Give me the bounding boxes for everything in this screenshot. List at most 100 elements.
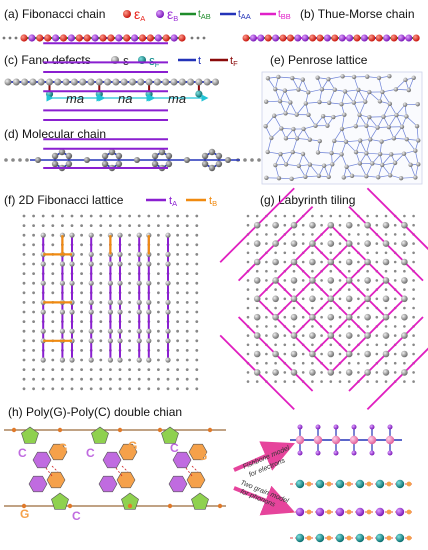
lattice-node bbox=[117, 232, 123, 238]
h-bond bbox=[191, 465, 199, 473]
labyrinth-site bbox=[253, 369, 261, 376]
lattice-dot bbox=[99, 329, 103, 333]
lattice-node bbox=[165, 299, 171, 305]
chain-site bbox=[286, 34, 294, 42]
penrose-bond bbox=[389, 162, 396, 176]
ring-atom bbox=[165, 152, 173, 160]
lattice-dot bbox=[51, 233, 55, 237]
lattice-dot bbox=[301, 371, 305, 374]
lattice-dot bbox=[412, 306, 415, 310]
penrose-bond bbox=[265, 115, 275, 127]
lattice-dot bbox=[41, 368, 45, 371]
guanine-ring bbox=[118, 443, 138, 461]
penrose-bond bbox=[359, 140, 367, 154]
lattice-dot bbox=[301, 242, 305, 245]
lattice-dot bbox=[166, 214, 170, 218]
lattice-dot bbox=[128, 329, 132, 333]
lattice-dot bbox=[89, 387, 93, 391]
lattice-dot bbox=[283, 380, 287, 383]
lattice-node bbox=[40, 309, 46, 315]
lattice-dot bbox=[80, 329, 83, 333]
labyrinth-site bbox=[290, 369, 298, 376]
lattice-dot bbox=[176, 320, 180, 323]
penrose-bond bbox=[366, 163, 373, 177]
penrose-bond bbox=[382, 91, 391, 105]
lattice-dot bbox=[403, 269, 406, 273]
lattice-node bbox=[59, 357, 65, 363]
fishbone-side-site bbox=[315, 450, 321, 456]
lattice-dot bbox=[357, 223, 360, 227]
lattice-dot bbox=[366, 269, 369, 273]
penrose-site bbox=[294, 112, 299, 117]
penrose-site bbox=[339, 126, 345, 132]
chain-site bbox=[115, 34, 123, 42]
labyrinth-site bbox=[272, 350, 279, 358]
t-ab-symbol: tAB bbox=[198, 9, 211, 21]
labyrinth-site bbox=[272, 258, 279, 266]
lattice-dot bbox=[51, 368, 55, 371]
lattice-dot bbox=[375, 334, 379, 337]
penrose-site bbox=[343, 139, 349, 144]
lattice-dot bbox=[41, 224, 45, 228]
penrose-site bbox=[377, 151, 383, 157]
lattice-dot bbox=[99, 243, 103, 247]
penrose-site bbox=[317, 99, 322, 105]
lattice-dot bbox=[185, 377, 189, 381]
lattice-dot bbox=[412, 380, 415, 383]
lattice-node bbox=[117, 261, 123, 267]
lattice-dot bbox=[265, 361, 268, 365]
lattice-dot bbox=[51, 214, 55, 218]
lattice-dot bbox=[157, 301, 160, 304]
lattice-dot bbox=[118, 224, 122, 228]
penrose-bond bbox=[353, 102, 360, 116]
lattice-dot bbox=[366, 251, 369, 255]
labyrinth-site bbox=[345, 332, 353, 339]
labyrinth-site bbox=[272, 332, 279, 339]
labyrinth-site bbox=[382, 295, 390, 303]
grain-large bbox=[355, 507, 365, 517]
lattice-dot bbox=[118, 214, 122, 218]
lattice-dot bbox=[51, 281, 55, 285]
penrose-bond bbox=[341, 128, 347, 142]
penrose-bond bbox=[345, 89, 359, 92]
chain-site bbox=[242, 34, 250, 42]
panel-c: (c) Fano defects ε εF t tF ma na ma bbox=[4, 53, 238, 106]
chain-site bbox=[146, 34, 154, 42]
lattice-dot bbox=[311, 361, 314, 365]
base-c-label: C bbox=[18, 446, 27, 460]
lattice-dot bbox=[32, 349, 35, 352]
penrose-bond bbox=[346, 163, 360, 168]
base-c-label: C bbox=[86, 446, 95, 460]
chain-site bbox=[390, 34, 398, 42]
lattice-dot bbox=[283, 297, 287, 301]
lattice-dot bbox=[32, 310, 35, 314]
lattice-dot bbox=[412, 297, 415, 301]
lattice-node bbox=[146, 299, 152, 305]
lattice-dot bbox=[80, 320, 83, 323]
lattice-dot bbox=[80, 272, 83, 275]
bridge-atom bbox=[134, 157, 140, 163]
chain-site bbox=[37, 78, 45, 86]
lattice-node bbox=[136, 328, 142, 334]
lattice-dot bbox=[70, 214, 74, 218]
penrose-bond bbox=[396, 104, 406, 116]
penrose-lattice bbox=[263, 74, 421, 182]
lattice-dot bbox=[283, 260, 287, 264]
penrose-site bbox=[331, 114, 336, 120]
lattice-dot bbox=[347, 361, 351, 365]
lattice-dot bbox=[375, 343, 379, 347]
lattice-dot bbox=[89, 368, 93, 371]
lattice-dot bbox=[51, 291, 55, 295]
lattice-dot bbox=[185, 233, 189, 237]
lattice-dot bbox=[412, 315, 415, 319]
penrose-site bbox=[403, 77, 408, 83]
lattice-dot bbox=[195, 281, 199, 285]
grain-small bbox=[326, 481, 332, 487]
penrose-site bbox=[339, 101, 344, 107]
lattice-dot bbox=[311, 251, 314, 255]
lattice-node bbox=[59, 280, 65, 286]
penrose-site bbox=[294, 136, 300, 141]
penrose-site bbox=[263, 124, 268, 129]
lattice-dot bbox=[128, 301, 132, 304]
